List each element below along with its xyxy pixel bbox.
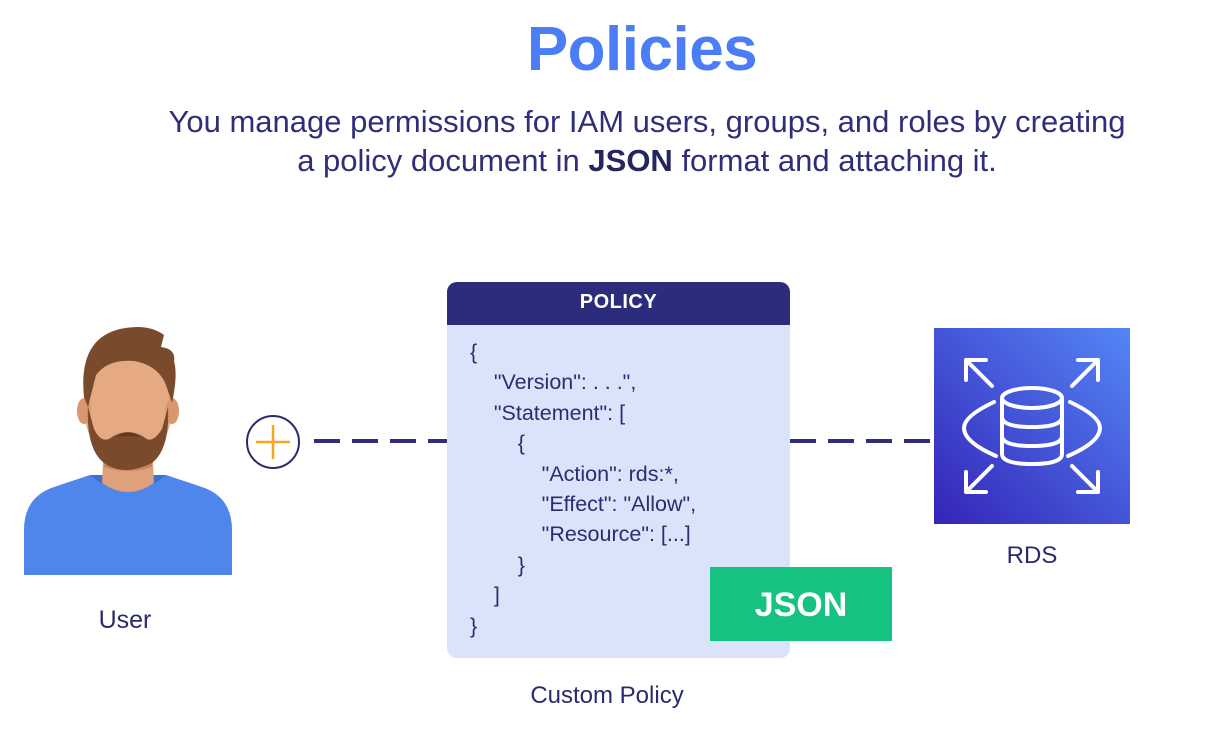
code-line: "Effect": "Allow", <box>470 492 697 517</box>
code-line: } <box>470 552 525 577</box>
rds-label: RDS <box>1006 542 1058 569</box>
code-line: { <box>470 340 478 364</box>
code-line: "Statement": [ <box>470 400 626 425</box>
attach-plus-button <box>246 415 300 469</box>
subtitle-line-2: a policy document in JSON format and att… <box>80 141 1214 180</box>
code-line: "Action": rds:*, <box>470 461 679 486</box>
subtitle-line-2-post: format and attaching it. <box>672 143 997 178</box>
policy-header: POLICY <box>447 282 790 325</box>
user-avatar-icon <box>24 327 232 575</box>
subtitle-json-word: JSON <box>588 143 673 178</box>
policy-document-card: POLICY { "Version": . . .", "Statement":… <box>447 282 790 658</box>
subtitle-line-1: You manage permissions for IAM users, gr… <box>168 104 1126 139</box>
code-line: "Version": . . .", <box>470 370 637 395</box>
rds-database-icon <box>934 328 1130 524</box>
policy-rds-connector <box>790 439 932 443</box>
plus-icon <box>256 425 290 459</box>
code-line: "Resource": [...] <box>470 522 691 547</box>
page-title: Policies <box>526 15 758 84</box>
policy-caption: Custom Policy <box>530 682 684 709</box>
subtitle-line-2-pre: a policy document in <box>297 143 589 178</box>
user-label: User <box>98 606 152 634</box>
json-badge: JSON <box>710 567 892 641</box>
code-line: } <box>470 613 478 638</box>
policy-code-block: { "Version": . . .", "Statement": [ { "A… <box>447 325 790 641</box>
code-line: ] <box>470 583 500 608</box>
page-subtitle: You manage permissions for IAM users, gr… <box>80 102 1214 180</box>
user-policy-connector <box>314 439 447 443</box>
code-line: { <box>470 431 525 456</box>
